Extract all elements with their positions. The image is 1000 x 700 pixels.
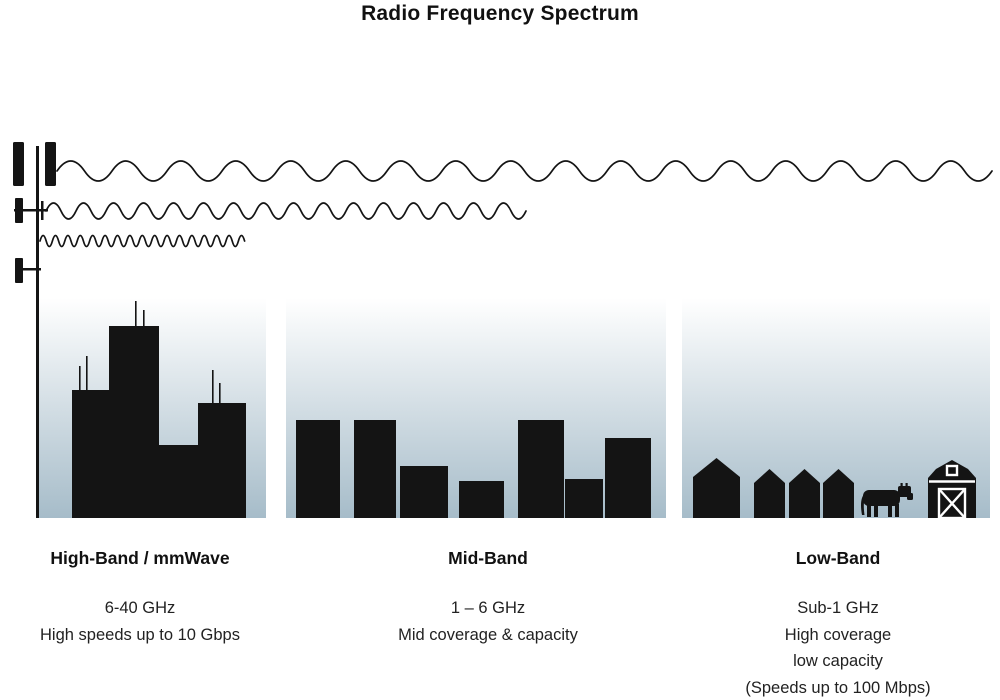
- city-skyline-icon: [72, 301, 246, 518]
- band-range-low: Sub-1 GHz: [797, 599, 879, 617]
- band-detail-low-2: low capacity: [793, 652, 883, 670]
- band-label-mid: Mid-Band 1 – 6 GHz Mid coverage & capaci…: [288, 548, 688, 648]
- cell-tower-icon: [13, 142, 56, 518]
- band-name-mid: Mid-Band: [448, 548, 528, 568]
- midrise-buildings-icon: [296, 420, 651, 518]
- medium-wave-icon: [45, 202, 527, 220]
- band-detail-low-1: High coverage: [784, 625, 892, 644]
- long-wave-icon: [56, 160, 993, 182]
- band-detail-high: High speeds up to 10 Gbps: [40, 625, 240, 644]
- cow-icon: [861, 483, 913, 517]
- houses-icon: [693, 458, 854, 518]
- band-detail-mid: Mid coverage & capacity: [398, 625, 578, 644]
- band-range-mid: 1 – 6 GHz: [450, 599, 526, 617]
- short-wave-icon: [39, 234, 246, 248]
- band-range-high: 6-40 GHz: [104, 599, 176, 617]
- rf-spectrum-illustration: [13, 142, 993, 520]
- page-title: Radio Frequency Spectrum: [361, 2, 639, 25]
- band-label-low: Low-Band Sub-1 GHz High coverage low cap…: [638, 548, 1000, 700]
- band-name-low: Low-Band: [795, 548, 881, 568]
- band-name-high: High-Band / mmWave: [50, 548, 230, 568]
- barn-icon: [928, 460, 976, 520]
- band-detail-low-3: (Speeds up to 100 Mbps): [745, 678, 931, 697]
- band-label-high: High-Band / mmWave 6-40 GHz High speeds …: [0, 548, 340, 648]
